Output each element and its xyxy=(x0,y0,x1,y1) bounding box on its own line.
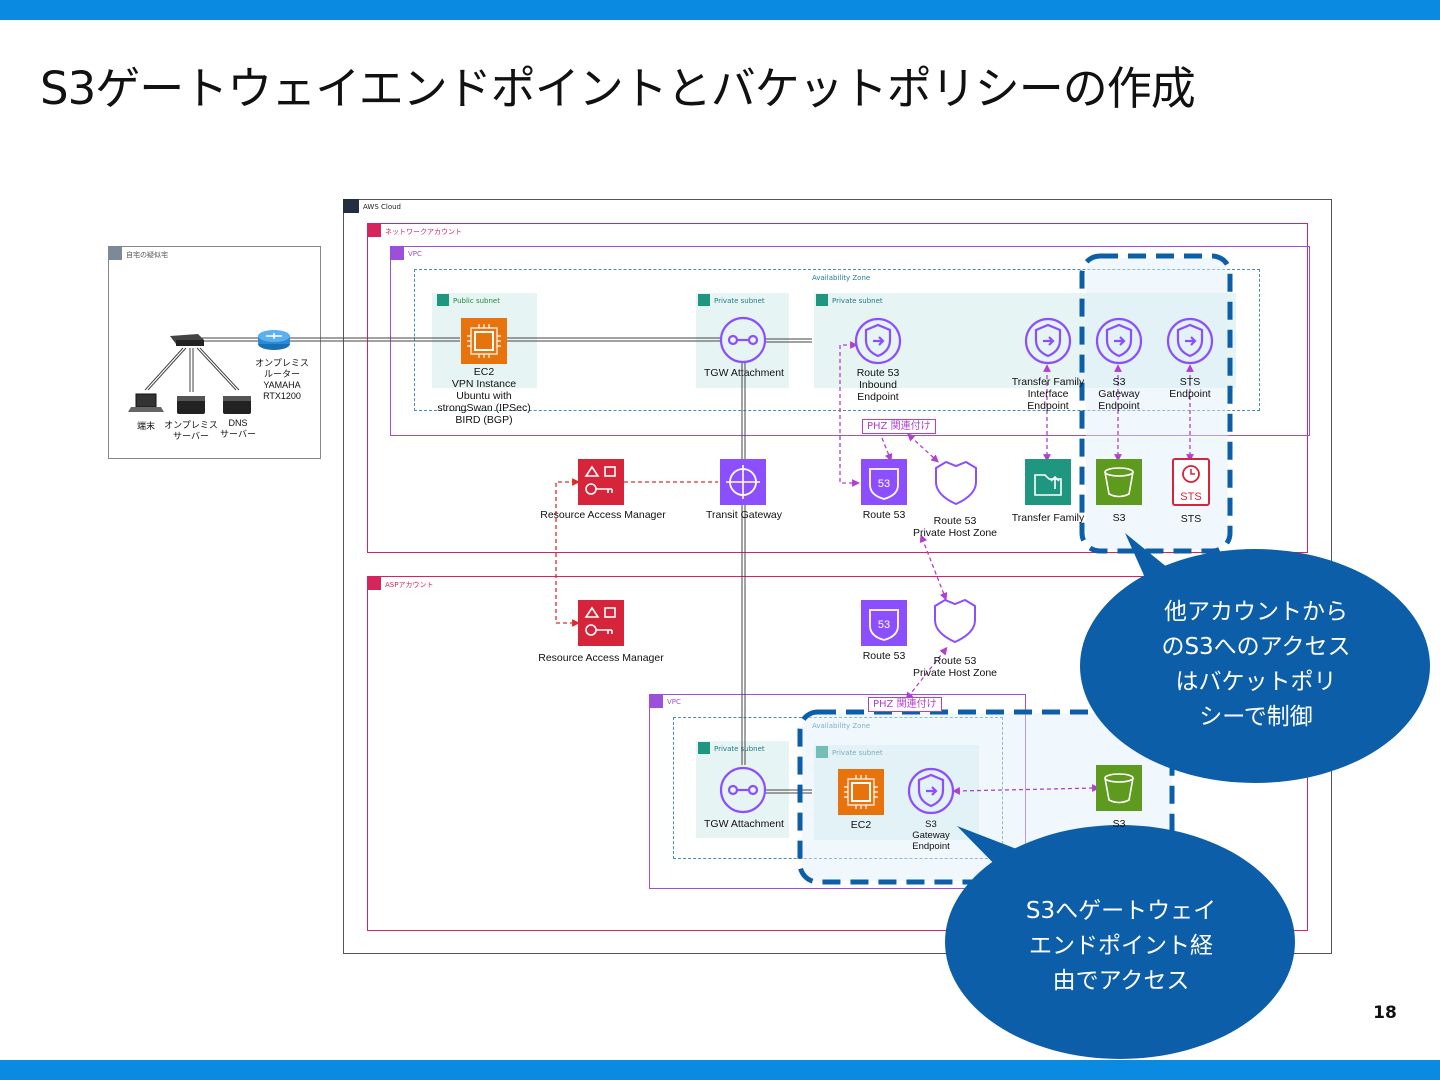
tgw-attachment-top-label: TGW Attachment xyxy=(704,367,784,379)
lock-icon xyxy=(816,294,828,306)
laptop-icon xyxy=(128,393,164,412)
az-bottom-label: Availability Zone xyxy=(812,722,871,730)
vpc-bottom-label: VPC xyxy=(667,698,681,706)
app-account-label: ASPアカウント xyxy=(385,581,434,589)
s3-bucket-icon xyxy=(1096,765,1142,811)
route53-bottom-label: Route 53 xyxy=(862,650,906,662)
network-account-group xyxy=(367,223,1308,553)
onprem-server-icon xyxy=(177,396,205,414)
lock-icon xyxy=(437,294,449,306)
ram-top-label: Resource Access Manager xyxy=(540,509,666,521)
r53-glyph: 53 xyxy=(878,478,890,490)
sts-label: STS xyxy=(1180,513,1202,525)
lock-icon xyxy=(698,742,710,754)
sts-glyph: STS xyxy=(1180,491,1201,503)
transfer-family-endpoint-icon xyxy=(1024,317,1072,365)
top-accent-bar xyxy=(0,0,1440,20)
s3-top-label: S3 xyxy=(1112,512,1126,524)
transfer-family-icon xyxy=(1025,459,1071,505)
callout-bucket-policy-bubble xyxy=(1080,533,1430,783)
callout-gateway-access-bubble xyxy=(945,825,1295,1059)
s3-gateway-endpoint-icon xyxy=(907,767,955,815)
onprem-group xyxy=(108,246,321,459)
network-links xyxy=(144,337,812,794)
vpc-icon xyxy=(390,246,404,260)
az-top-group xyxy=(414,269,1260,411)
building-icon xyxy=(108,246,122,260)
route53-icon xyxy=(861,459,907,505)
resource-access-manager-icon xyxy=(578,600,624,646)
callout-bucket-policy-text: 他アカウントからのS3へのアクセスはバケットポリシーで制御 xyxy=(1161,599,1351,730)
ec2-bottom-label: EC2 xyxy=(850,819,872,831)
vpc-top-label: VPC xyxy=(408,250,422,258)
association-links xyxy=(555,341,1194,795)
ram-bottom-label: Resource Access Manager xyxy=(538,652,664,664)
lock-icon xyxy=(698,294,710,306)
onprem-server-label: オンプレミスサーバー xyxy=(164,420,218,441)
transit-gateway-label: Transit Gateway xyxy=(705,509,783,521)
sts-icon: STS xyxy=(1172,458,1210,506)
account-icon xyxy=(367,223,381,237)
tgw-attachment-icon xyxy=(719,766,767,814)
r53-glyph: 53 xyxy=(878,619,890,631)
ec2-instance-icon xyxy=(838,769,884,815)
s3-bottom-label: S3 xyxy=(1112,818,1126,830)
resource-access-manager-icon xyxy=(578,459,624,505)
route53-inbound-endpoint-icon xyxy=(854,317,902,365)
network-account-label: ネットワークアカウント xyxy=(385,228,462,236)
aws-logo-icon xyxy=(343,199,359,213)
pc-label: 端末 xyxy=(136,421,156,431)
route53-icon xyxy=(861,600,907,646)
lock-icon xyxy=(816,746,828,758)
callout-gateway-access-text: S3へゲートウェイエンドポイント経由でアクセス xyxy=(1025,898,1217,994)
private-subnet-ec2-bottom-label: Private subnet xyxy=(832,749,883,757)
transit-gateway-icon xyxy=(720,459,766,505)
bottom-accent-bar xyxy=(0,1060,1440,1080)
s3-gateway-endpoint-icon xyxy=(1095,317,1143,365)
ec2-instance-icon xyxy=(461,318,507,364)
route53-top-label: Route 53 xyxy=(862,509,906,521)
tgw-attachment-icon xyxy=(719,316,767,364)
s3-bucket-icon xyxy=(1096,459,1142,505)
onprem-label: 自宅の疑似宅 xyxy=(126,251,168,259)
vpc-icon xyxy=(649,694,663,708)
transfer-family-label: Transfer Family xyxy=(1011,512,1085,524)
az-top-label: Availability Zone xyxy=(812,274,871,282)
slide-title: S3ゲートウェイエンドポイントとバケットポリシーの作成 xyxy=(40,62,1196,115)
private-subnet-tgw-bottom-label: Private subnet xyxy=(714,745,765,753)
account-icon xyxy=(367,576,381,590)
phz-association-tag-top: PHZ 関連付け xyxy=(862,419,936,434)
private-host-zone-icon xyxy=(934,598,976,644)
aws-cloud-label: AWS Cloud xyxy=(363,203,401,211)
public-subnet-label: Public subnet xyxy=(453,297,500,305)
sts-endpoint-icon xyxy=(1166,317,1214,365)
page-number: 18 xyxy=(1373,1003,1397,1023)
onprem-switch-icon xyxy=(170,334,204,346)
router-icon xyxy=(258,330,290,350)
private-subnet-tgw-label: Private subnet xyxy=(714,297,765,305)
phz-association-tag-bottom: PHZ 関連付け xyxy=(868,697,942,712)
tgw-attachment-bottom-label: TGW Attachment xyxy=(704,818,784,830)
private-subnet-endpoints-label: Private subnet xyxy=(832,297,883,305)
private-host-zone-icon xyxy=(935,460,977,506)
dns-server-icon xyxy=(223,396,251,414)
